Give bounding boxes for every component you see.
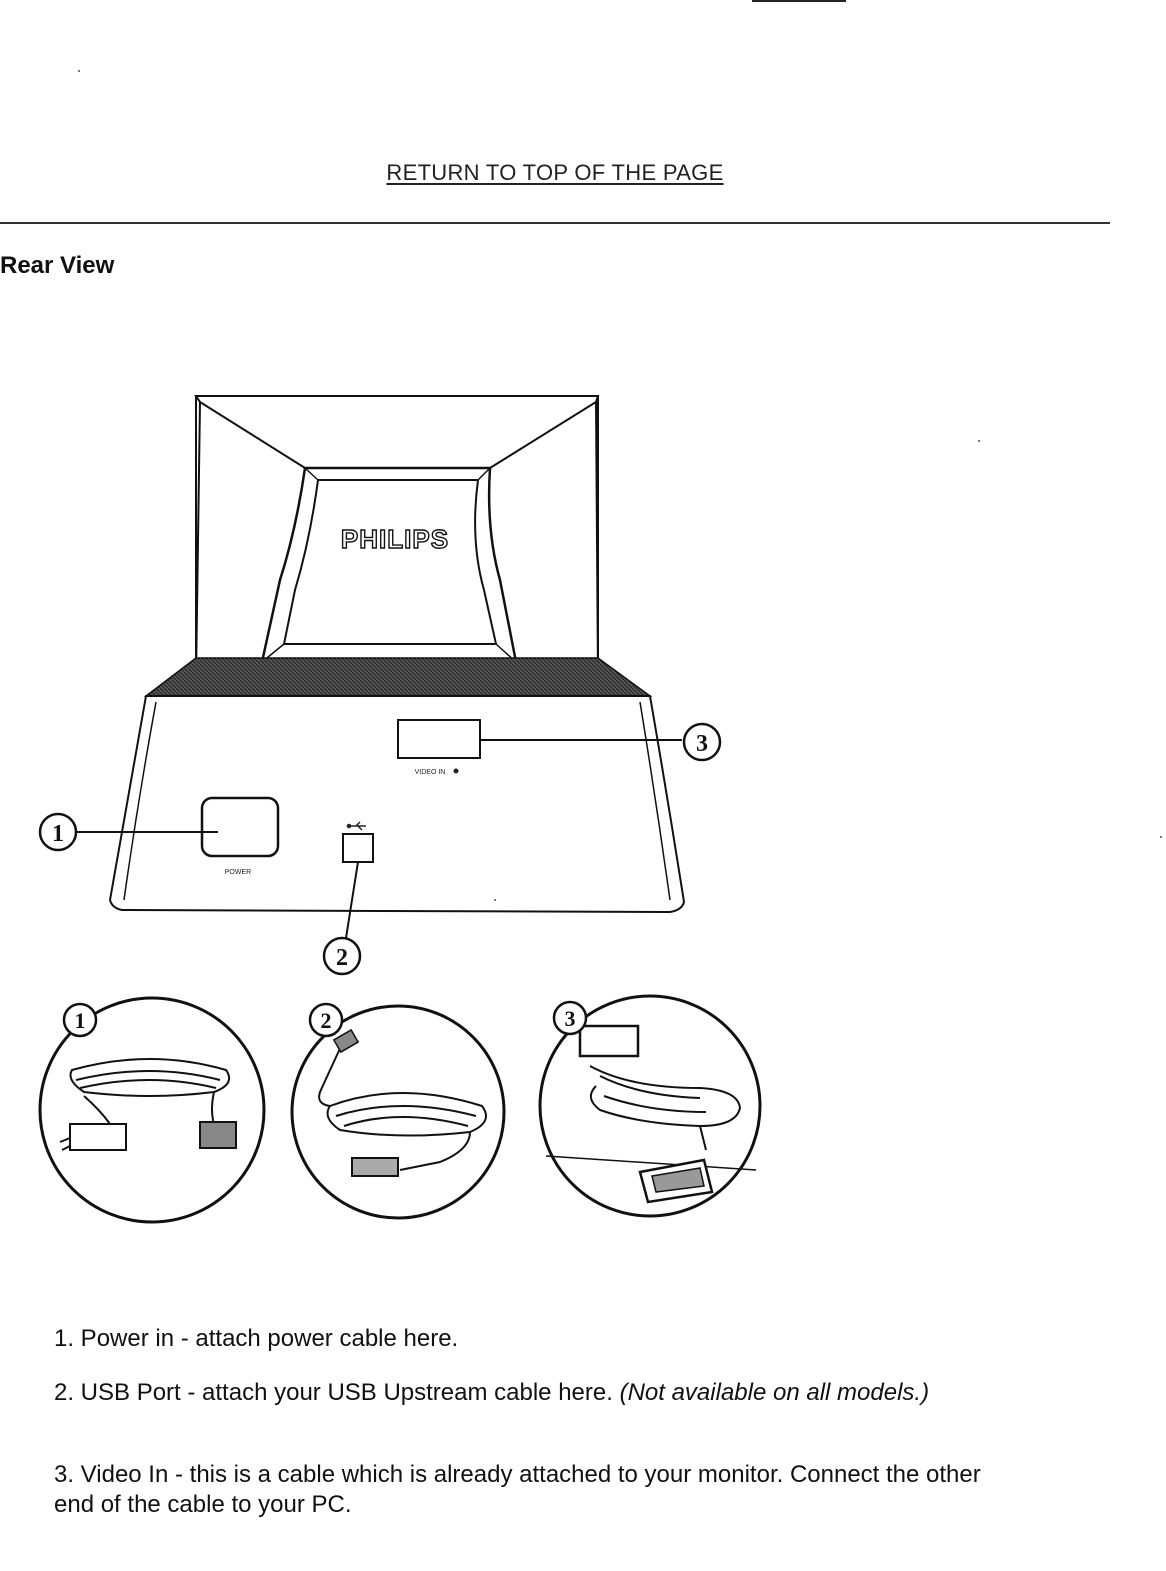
top-rule [752, 0, 846, 2]
usb-port [342, 833, 374, 863]
horizontal-divider [0, 222, 1110, 224]
section-heading: Rear View [0, 252, 115, 279]
base-top-hatched [143, 657, 653, 697]
caption-1-text: 1. Power in - attach power cable here. [54, 1325, 459, 1352]
power-label: POWER [225, 869, 251, 876]
monitor-base [108, 695, 686, 914]
usb-icon [346, 821, 366, 831]
caption-power-in: 1. Power in - attach power cable here. [54, 1324, 1014, 1354]
callout-1 [38, 812, 78, 852]
caption-2-text: 2. USB Port - attach your USB Upstream c… [54, 1379, 620, 1406]
callout-3 [682, 722, 722, 762]
callout-3-number: 3 [696, 731, 708, 757]
detail-1-number: 1 [75, 1008, 86, 1033]
caption-usb-port: 2. USB Port - attach your USB Upstream c… [54, 1378, 1014, 1408]
brand-logo: PHILIPS [341, 524, 449, 554]
power-port [200, 796, 280, 858]
scan-speck [1160, 836, 1162, 838]
callout-1-number: 1 [52, 821, 64, 847]
video-cable-detail [538, 994, 762, 1218]
scan-speck [78, 70, 80, 72]
usb-cable-detail [290, 1004, 506, 1220]
caption-video-in: 3. Video In - this is a cable which is a… [54, 1460, 1014, 1520]
monitor-casing [194, 395, 600, 679]
caption-3-text: 3. Video In - this is a cable which is a… [54, 1461, 981, 1518]
power-cable-detail [38, 996, 266, 1224]
callout-2-number: 2 [336, 945, 348, 971]
monitor-rear-view-figure: PHILIPS VIDEO IN POWER 3 1 2 [38, 395, 762, 1224]
return-to-top-link[interactable]: RETURN TO TOP OF THE PAGE [386, 160, 724, 185]
video-in-label: VIDEO IN [415, 769, 446, 776]
video-in-port [397, 719, 481, 759]
scan-speck [494, 899, 496, 901]
callout-2 [322, 936, 362, 976]
detail-3-number: 3 [565, 1006, 576, 1031]
scan-speck [978, 440, 980, 442]
detail-2-number: 2 [321, 1008, 332, 1033]
caption-2-note: (Not available on all models.) [619, 1379, 930, 1406]
